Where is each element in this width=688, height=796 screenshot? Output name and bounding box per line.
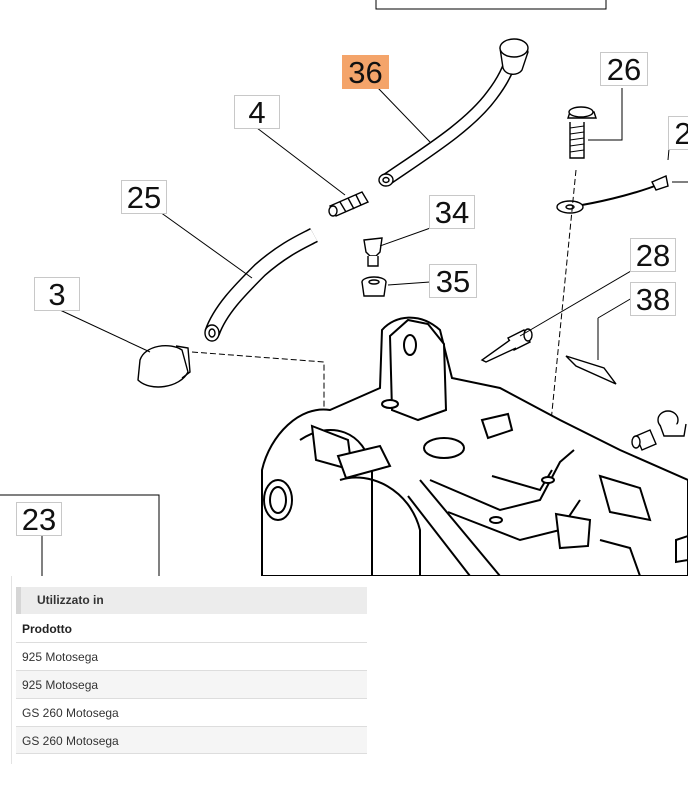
table-row[interactable]: GS 260 Motosega	[16, 726, 367, 754]
callout-34[interactable]: 34	[429, 195, 475, 230]
callout-4[interactable]: 4	[234, 95, 280, 130]
product-column-header: Prodotto	[22, 622, 72, 636]
leader-4	[256, 127, 346, 196]
leader-34	[379, 225, 437, 247]
wire	[581, 183, 661, 206]
cap-3-rim	[175, 345, 191, 379]
leader-3	[59, 309, 151, 353]
plug-34	[363, 237, 383, 257]
frame-23	[0, 494, 160, 576]
hose-25-body	[205, 229, 318, 336]
callout-35[interactable]: 35	[429, 264, 477, 299]
cap-3	[137, 344, 189, 388]
leader-26	[588, 88, 623, 141]
hose-36-cap-top	[499, 38, 529, 58]
used-in-title: Utilizzato in	[16, 587, 367, 614]
leader-25	[159, 211, 253, 279]
leader-35	[387, 281, 431, 286]
callout-36[interactable]: 36	[342, 55, 389, 90]
ring-terminal	[556, 200, 584, 214]
hose-36-end-hole	[382, 176, 390, 184]
table-row[interactable]: GS 260 Motosega	[16, 698, 367, 726]
callout-28[interactable]: 28	[630, 238, 676, 273]
leader-36	[377, 87, 431, 143]
used-in-panel: Utilizzato in Prodotto 925 Motosega 925 …	[11, 576, 367, 764]
clipped-frame	[375, 0, 607, 10]
callout-2x[interactable]: 2	[668, 116, 688, 151]
hose-36-body	[383, 53, 517, 185]
fitting-4-ribs	[339, 194, 362, 213]
callout-23[interactable]: 23	[16, 502, 62, 537]
diagram-drawing	[0, 0, 688, 576]
leader-28	[519, 267, 637, 337]
dashed-line-2	[547, 169, 577, 453]
callout-25[interactable]: 25	[121, 180, 167, 215]
callout-26[interactable]: 26	[600, 52, 648, 87]
exploded-parts-diagram: 36 4 25 3 26 2 34 35 28 38 23	[0, 0, 688, 576]
leader-38	[597, 297, 633, 319]
plate-38	[565, 355, 617, 385]
hose-36-end	[378, 173, 394, 187]
table-row[interactable]: 925 Motosega	[16, 670, 367, 698]
table-row[interactable]: 925 Motosega	[16, 642, 367, 670]
crankcase	[261, 316, 688, 576]
callout-38[interactable]: 38	[630, 282, 676, 317]
callout-3[interactable]: 3	[34, 277, 80, 312]
